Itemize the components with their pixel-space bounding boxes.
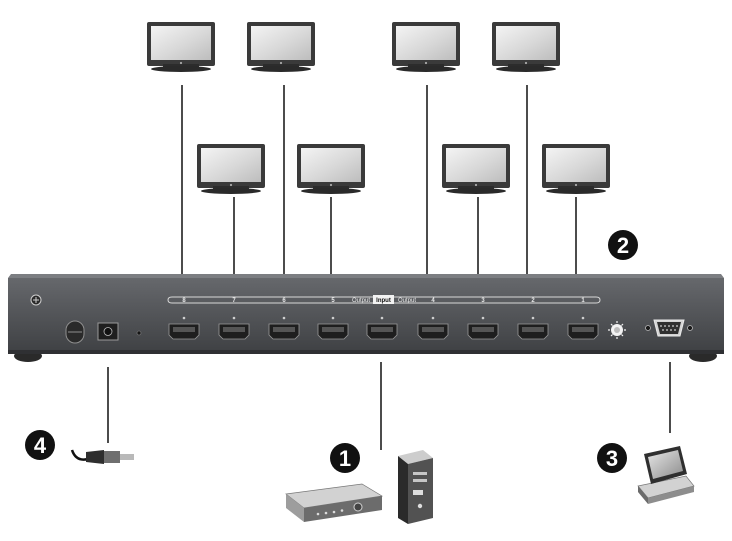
hdmi-display-row-bottom — [197, 144, 610, 194]
hdmi-display-icon — [392, 22, 460, 72]
hdmi-display-icon — [542, 144, 610, 194]
hdmi-display-icon — [492, 22, 560, 72]
power-adapter-plug-icon — [70, 449, 134, 464]
port-number-label: 7 — [232, 298, 236, 304]
power-jack-icon — [97, 322, 119, 341]
callout-badge-4: 4 — [25, 430, 55, 460]
callout-badge-3: 3 — [597, 443, 627, 473]
desktop-pc-source-icon — [398, 450, 433, 524]
hdmi-display-icon — [297, 144, 365, 194]
callout-number: 1 — [339, 446, 351, 471]
rs232-serial-port-icon — [645, 319, 693, 337]
port-number-label: 4 — [431, 298, 435, 304]
callout-badge-1: 1 — [330, 443, 360, 473]
hdmi-output-port-7 — [218, 323, 250, 340]
port-number-label: 2 — [531, 298, 535, 304]
rs232-control-terminal-icon — [637, 446, 695, 504]
hdmi-output-port-6 — [268, 323, 300, 340]
hdmi-input-port — [366, 323, 398, 340]
hdmi-display-icon — [247, 22, 315, 72]
firmware-upgrade-switch-icon — [608, 321, 626, 339]
hdmi-display-icon — [147, 22, 215, 72]
callout-badge-2: 2 — [608, 230, 638, 260]
hdmi-output-port-3 — [467, 323, 499, 340]
port-number-label: 1 — [581, 298, 585, 304]
callout-number: 2 — [617, 233, 629, 258]
hdmi-output-port-1 — [567, 323, 599, 340]
power-led-icon — [136, 330, 142, 336]
hdmi-output-port-4 — [417, 323, 449, 340]
hdmi-port-row — [182, 316, 585, 320]
hdmi-output-port-2 — [517, 323, 549, 340]
hdmi-splitter-device: Input Output Output 8 7 6 5 4 3 2 1 — [8, 274, 724, 362]
port-number-label: 6 — [282, 298, 286, 304]
hdmi-output-port-8 — [168, 323, 200, 340]
callout-number: 4 — [34, 433, 47, 458]
input-label-box — [373, 295, 394, 304]
dvd-player-source-icon — [285, 483, 384, 522]
hdmi-display-icon — [442, 144, 510, 194]
input-label: Input — [376, 298, 391, 304]
hdmi-display-icon — [197, 144, 265, 194]
hdmi-output-port-5 — [317, 323, 349, 340]
output-label-left: Output — [352, 298, 370, 304]
output-label-right: Output — [398, 298, 416, 304]
port-number-label: 3 — [481, 298, 485, 304]
callout-number: 3 — [606, 446, 618, 471]
port-number-label: 8 — [182, 298, 186, 304]
port-number-label: 5 — [331, 298, 335, 304]
cable-lines — [107, 85, 671, 450]
power-switch-icon — [65, 320, 85, 344]
hdmi-display-row-top — [147, 22, 560, 72]
